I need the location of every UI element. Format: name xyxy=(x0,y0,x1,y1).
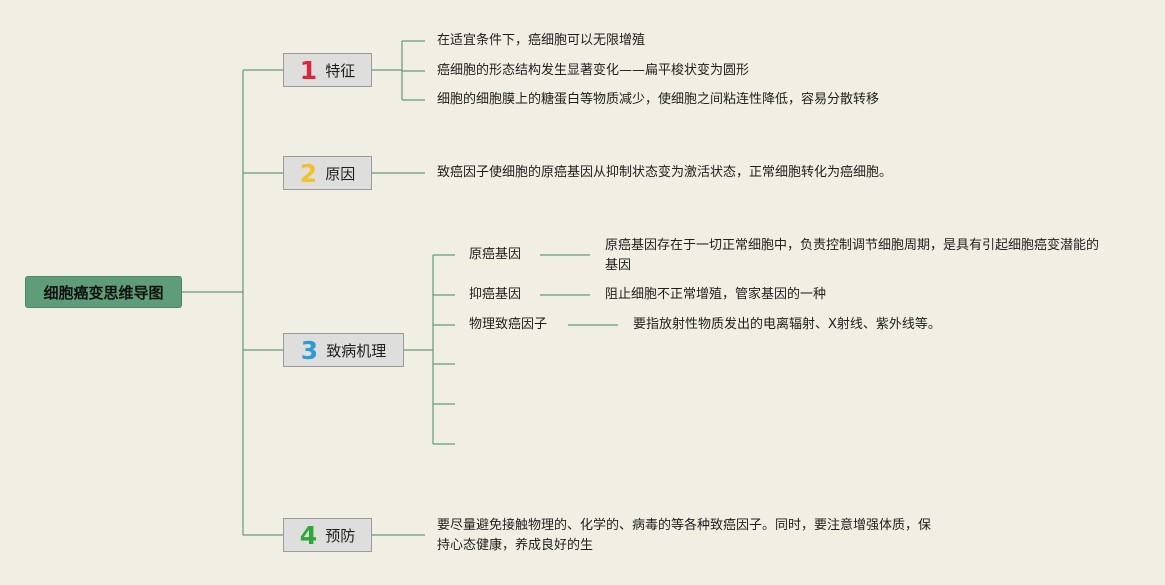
topic-number-1: 1 xyxy=(299,55,318,85)
topic-label-2: 原因 xyxy=(325,164,356,183)
mechanism-desc-3[interactable]: 要指放射性物质发出的电离辐射、X射线、紫外线等。 xyxy=(633,317,941,332)
mechanism-term-3[interactable]: 物理致癌因子 xyxy=(469,317,548,332)
feature-item-3[interactable]: 细胞的细胞膜上的糖蛋白等物质减少，使细胞之间粘连性降低，容易分散转移 xyxy=(437,92,880,107)
prevention-text[interactable]: 要尽量避免接触物理的、化学的、病毒的等各种致癌因子。同时，要注意增强体质，保持心… xyxy=(437,518,932,553)
topic-number-4: 4 xyxy=(299,520,318,550)
topic-prevention[interactable]: 4 预防 xyxy=(283,518,372,552)
mechanism-term-1[interactable]: 原癌基因 xyxy=(469,247,522,262)
topic-features[interactable]: 1 特征 xyxy=(283,53,372,87)
topic-label-1: 特征 xyxy=(325,61,356,80)
topic-number-2: 2 xyxy=(299,158,318,188)
feature-item-2[interactable]: 癌细胞的形态结构发生显著变化——扁平梭状变为圆形 xyxy=(437,63,750,78)
mechanism-desc-2[interactable]: 阻止细胞不正常增殖，管家基因的一种 xyxy=(605,287,827,302)
topic-label-3: 致病机理 xyxy=(326,341,387,360)
root-node[interactable]: 细胞癌变思维导图 xyxy=(25,276,182,308)
topic-number-3: 3 xyxy=(300,335,319,365)
topic-mechanism[interactable]: 3 致病机理 xyxy=(283,333,404,367)
mechanism-term-2[interactable]: 抑癌基因 xyxy=(469,287,522,302)
mechanism-desc-1[interactable]: 原癌基因存在于一切正常细胞中，负责控制调节细胞周期，是具有引起细胞癌变潜能的基因 xyxy=(605,238,1100,273)
topic-cause[interactable]: 2 原因 xyxy=(283,156,372,190)
feature-item-1[interactable]: 在适宜条件下，癌细胞可以无限增殖 xyxy=(437,33,646,48)
cause-text[interactable]: 致癌因子使细胞的原癌基因从抑制状态变为激活状态，正常细胞转化为癌细胞。 xyxy=(437,165,893,180)
topic-label-4: 预防 xyxy=(325,526,356,545)
root-label: 细胞癌变思维导图 xyxy=(43,283,164,302)
